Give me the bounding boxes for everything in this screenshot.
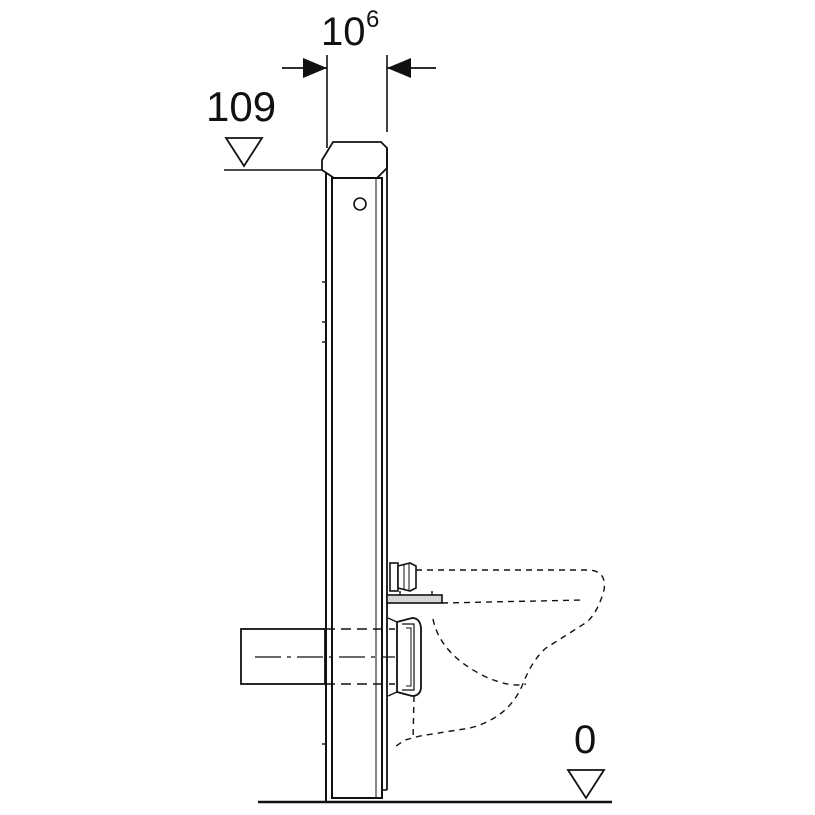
frame-body	[331, 177, 383, 799]
drain-connector-inner-ring	[406, 627, 412, 687]
drain-pipe	[240, 628, 395, 685]
drain-connector-neck-bottom	[387, 691, 398, 697]
supply-connector-nut	[397, 562, 417, 592]
drain-connector-seal-ring	[402, 623, 415, 691]
supply-connector	[386, 562, 443, 604]
width-dimension: 10 6	[282, 6, 436, 148]
width-arrowhead-right	[387, 58, 411, 78]
toilet-bowl-outer-contour	[395, 569, 606, 747]
drain-connector	[387, 617, 422, 697]
toilet-bowl-inner-contour	[432, 618, 527, 686]
toilet-rear-contour	[412, 695, 415, 741]
floor-level-triangle-icon	[566, 769, 606, 800]
width-dimension-superscript: 6	[366, 6, 379, 33]
frame-top-cap	[321, 141, 388, 179]
top-level-triangle-icon	[224, 137, 264, 168]
width-arrowhead-left	[303, 58, 327, 78]
supply-connector-flange	[389, 562, 399, 592]
floor-level-marker: 0	[258, 718, 612, 804]
drain-connector-neck-top	[387, 617, 398, 623]
installation-frame	[321, 141, 388, 802]
flush-opening-icon	[353, 197, 367, 211]
mounting-plate	[386, 594, 443, 604]
top-level-label: 109	[206, 83, 276, 130]
toilet-seat-line	[441, 599, 585, 604]
top-level-marker: 109	[206, 83, 322, 171]
drain-connector-body	[396, 617, 422, 697]
wall-hung-toilet-outline	[395, 569, 606, 747]
floor-level-label: 0	[574, 718, 596, 762]
width-dimension-base: 10	[321, 10, 366, 54]
